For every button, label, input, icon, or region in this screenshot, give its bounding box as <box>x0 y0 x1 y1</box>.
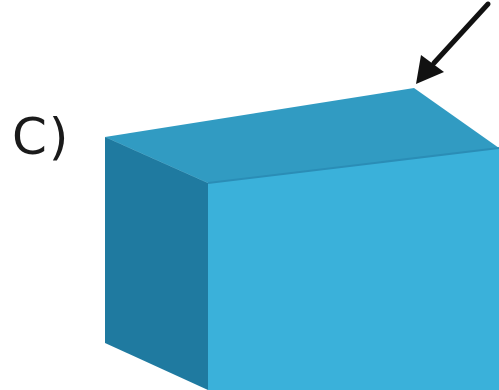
prism-left-face <box>105 137 208 390</box>
arrow-head <box>416 55 444 84</box>
arrow-icon <box>416 1 491 84</box>
prism-front-face <box>208 148 499 390</box>
option-label: C) <box>12 108 71 166</box>
prism-front-top-edge <box>207 147 499 184</box>
arrow-shaft <box>431 1 491 66</box>
